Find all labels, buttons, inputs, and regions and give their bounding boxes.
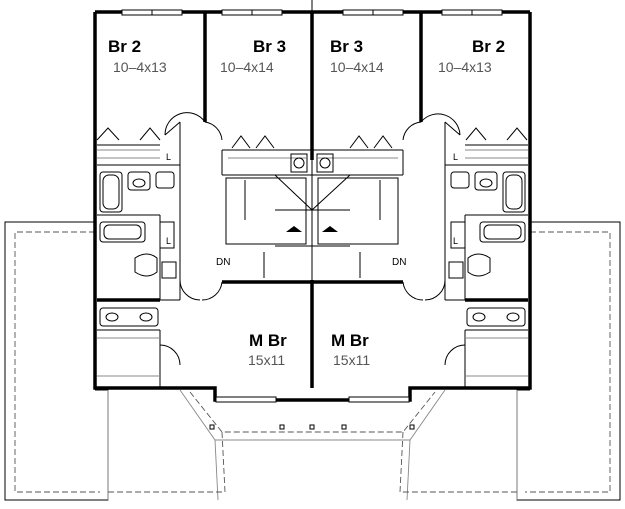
left-linen-lower-label: L — [166, 236, 171, 246]
right-linen-lower-label: L — [453, 236, 458, 246]
left-stairs-dn-label: DN — [216, 257, 230, 268]
right-stairs-dn-label: DN — [392, 257, 406, 268]
closet-doors — [96, 127, 528, 149]
roof-outline — [4, 221, 621, 501]
right-br3-name: Br 3 — [330, 37, 363, 56]
left-br3-dims: 10–4x14 — [220, 59, 274, 75]
left-br2-dims: 10–4x13 — [113, 59, 167, 75]
left-mbr-name: M Br — [249, 331, 287, 350]
left-linen-upper-label: L — [166, 152, 171, 162]
vanities — [99, 307, 526, 327]
room-labels: Br 2 10–4x13 Br 3 10–4x14 Br 3 10–4x14 B… — [108, 37, 505, 368]
right-bath-fixtures — [448, 171, 526, 279]
windows — [121, 9, 503, 403]
left-br3-name: Br 3 — [253, 37, 286, 56]
stairs — [225, 153, 399, 278]
left-br2-name: Br 2 — [108, 37, 141, 56]
right-br2-name: Br 2 — [472, 37, 505, 56]
interior-walls — [97, 12, 528, 388]
left-bath-fixtures — [99, 171, 177, 279]
right-br3-dims: 10–4x14 — [330, 59, 384, 75]
closet-shelving — [97, 149, 528, 377]
right-mbr-dims: 15x11 — [333, 352, 370, 368]
right-linen-upper-label: L — [453, 152, 458, 162]
right-mbr-name: M Br — [331, 331, 369, 350]
left-mbr-dims: 15x11 — [248, 352, 285, 368]
bedroom-doors — [159, 112, 466, 366]
right-br2-dims: 10–4x13 — [438, 59, 492, 75]
